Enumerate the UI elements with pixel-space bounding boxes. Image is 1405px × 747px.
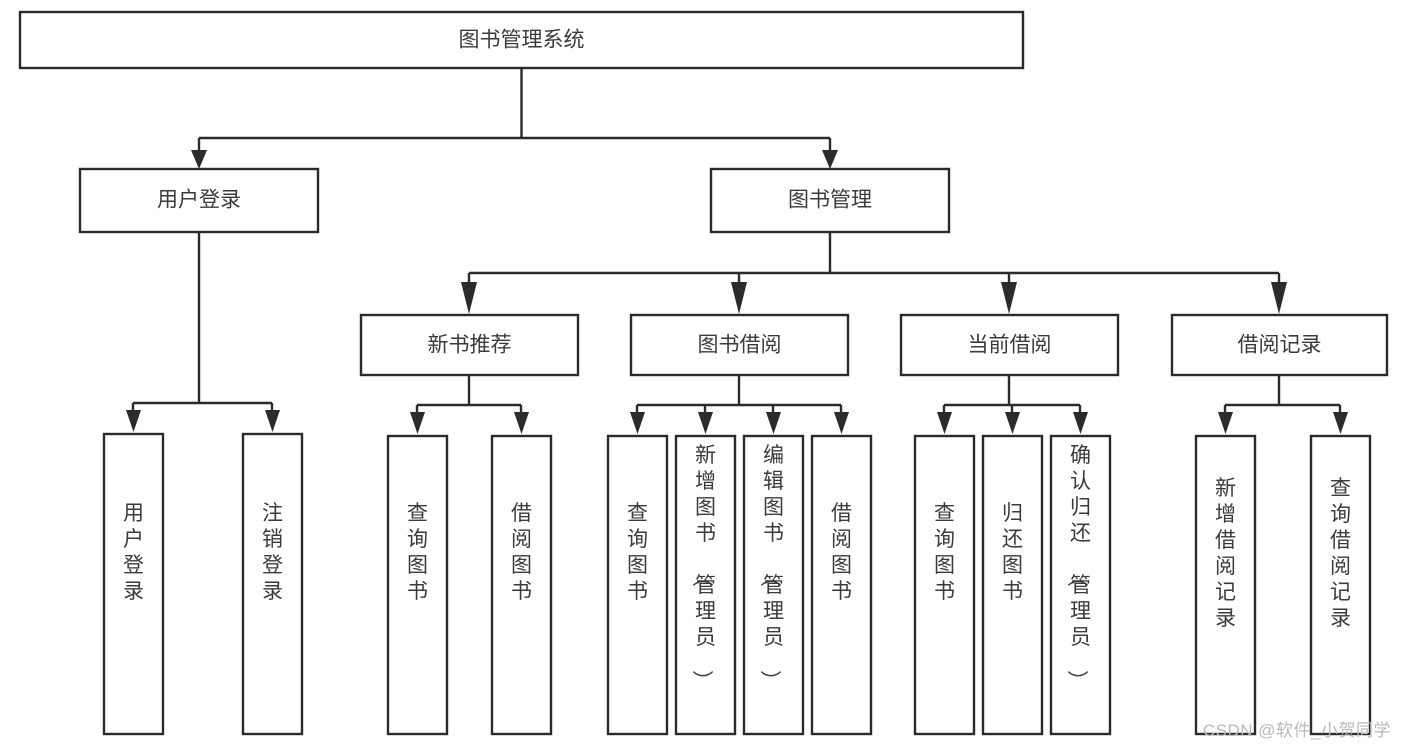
arrowhead-leaf-query-book-1 [410, 412, 425, 434]
arrowhead-book-borrow [731, 282, 747, 314]
arrowhead-leaf-query-book-2 [630, 412, 645, 434]
node-leaf-user-login-box[interactable] [102, 432, 165, 736]
node-leaf-query-record-label: 查询借阅记录 [1330, 477, 1351, 630]
node-root-label: 图书管理系统 [459, 29, 585, 52]
node-leaf-confirm-return-label: 确认归还（管理员） [1065, 444, 1091, 691]
node-leaf-return-book-box[interactable] [981, 434, 1044, 736]
node-user-login-box[interactable] [78, 167, 320, 234]
node-leaf-add-record-label: 新增借阅记录 [1215, 477, 1236, 630]
arrowhead-leaf-add-book [698, 412, 713, 434]
node-root[interactable]: 图书管理系统 [18, 10, 1025, 70]
node-borrow-record[interactable]: 借阅记录 [1170, 313, 1389, 377]
node-new-book-recommend-box[interactable] [359, 313, 580, 377]
node-leaf-query-book-2-box[interactable] [606, 434, 669, 736]
node-leaf-query-record-box[interactable] [1309, 434, 1372, 736]
node-leaf-borrow-book-2[interactable]: 借阅图书 [810, 434, 873, 736]
node-leaf-confirm-return[interactable]: 确认归还（管理员） [1049, 434, 1112, 736]
node-leaf-add-record[interactable]: 新增借阅记录 [1194, 434, 1257, 736]
node-borrow-record-box[interactable] [1170, 313, 1389, 377]
node-book-management[interactable]: 图书管理 [709, 167, 951, 234]
arrowhead-leaf-borrow-book-1 [514, 412, 529, 434]
connector-group-user-login [126, 232, 280, 432]
arrowhead-leaf-query-record [1333, 412, 1348, 434]
node-user-login-label: 用户登录 [157, 189, 241, 212]
arrowhead-leaf-query-book-3 [937, 412, 952, 434]
node-leaf-borrow-book-1[interactable]: 借阅图书 [490, 434, 553, 736]
node-leaf-borrow-book-2-box[interactable] [810, 434, 873, 736]
node-leaf-user-login-label: 用户登录 [123, 502, 144, 603]
arrowhead-leaf-borrow-book-2 [834, 412, 849, 434]
node-leaf-return-book[interactable]: 归还图书 [981, 434, 1044, 736]
node-book-borrow-box[interactable] [629, 313, 850, 377]
node-leaf-user-login[interactable]: 用户登录 [102, 432, 165, 736]
node-leaf-confirm-return-box[interactable] [1049, 434, 1112, 736]
node-new-book-recommend-label: 新书推荐 [428, 334, 512, 357]
arrowhead-leaf-logout-login [265, 410, 280, 432]
arrowhead-new-book-recommend [461, 282, 477, 314]
node-leaf-borrow-book-2-label: 借阅图书 [831, 502, 852, 603]
node-book-management-box[interactable] [709, 167, 951, 234]
connector-group-borrow-record [1218, 375, 1348, 434]
node-root-box[interactable] [18, 10, 1025, 70]
node-leaf-add-book[interactable]: 新增图书（管理员） [674, 434, 737, 736]
arrowhead-leaf-return-book [1005, 412, 1020, 434]
connector-group-current-borrow [937, 375, 1088, 434]
connector-group-book-management [461, 232, 1287, 314]
node-leaf-edit-book-label: 编辑图书（管理员） [758, 444, 784, 691]
arrowhead-leaf-confirm-return [1073, 412, 1088, 434]
node-book-borrow-label: 图书借阅 [698, 334, 782, 357]
node-leaf-add-book-box[interactable] [674, 434, 737, 736]
arrowhead-user-login [191, 150, 207, 169]
connector-group-book-borrow [630, 375, 849, 434]
node-new-book-recommend[interactable]: 新书推荐 [359, 313, 580, 377]
node-leaf-logout-login-box[interactable] [241, 432, 304, 736]
node-leaf-query-book-3-label: 查询图书 [934, 502, 955, 603]
node-current-borrow-box[interactable] [899, 313, 1120, 377]
arrowhead-leaf-edit-book [766, 412, 781, 434]
node-leaf-query-book-1[interactable]: 查询图书 [386, 434, 449, 736]
node-leaf-query-book-1-label: 查询图书 [407, 502, 428, 603]
node-book-management-label: 图书管理 [788, 189, 872, 212]
arrowhead-borrow-record [1271, 282, 1287, 314]
node-leaf-edit-book-box[interactable] [742, 434, 805, 736]
arrowhead-current-borrow [1001, 282, 1017, 314]
arrowhead-leaf-user-login [126, 410, 141, 432]
node-leaf-add-record-box[interactable] [1194, 434, 1257, 736]
node-leaf-query-book-3-box[interactable] [913, 434, 976, 736]
node-leaf-query-book-1-box[interactable] [386, 434, 449, 736]
node-leaf-return-book-label: 归还图书 [1002, 502, 1023, 603]
node-leaf-query-book-3[interactable]: 查询图书 [913, 434, 976, 736]
node-leaf-borrow-book-1-label: 借阅图书 [511, 502, 532, 603]
node-current-borrow-label: 当前借阅 [968, 334, 1052, 357]
connector-group-new-book-recommend [410, 375, 529, 434]
node-book-borrow[interactable]: 图书借阅 [629, 313, 850, 377]
node-leaf-query-record[interactable]: 查询借阅记录 [1309, 434, 1372, 736]
arrowhead-leaf-add-record [1218, 412, 1233, 434]
node-leaf-edit-book[interactable]: 编辑图书（管理员） [742, 434, 805, 736]
node-borrow-record-label: 借阅记录 [1238, 334, 1322, 357]
node-leaf-query-book-2-label: 查询图书 [627, 502, 648, 603]
node-current-borrow[interactable]: 当前借阅 [899, 313, 1120, 377]
node-leaf-logout-login[interactable]: 注销登录 [241, 432, 304, 736]
node-leaf-add-book-label: 新增图书（管理员） [690, 444, 716, 691]
node-leaf-borrow-book-1-box[interactable] [490, 434, 553, 736]
arrowhead-book-management [822, 150, 838, 169]
node-leaf-query-book-2[interactable]: 查询图书 [606, 434, 669, 736]
node-leaf-logout-login-label: 注销登录 [262, 502, 283, 603]
node-user-login[interactable]: 用户登录 [78, 167, 320, 234]
connector-group-root [191, 68, 838, 169]
